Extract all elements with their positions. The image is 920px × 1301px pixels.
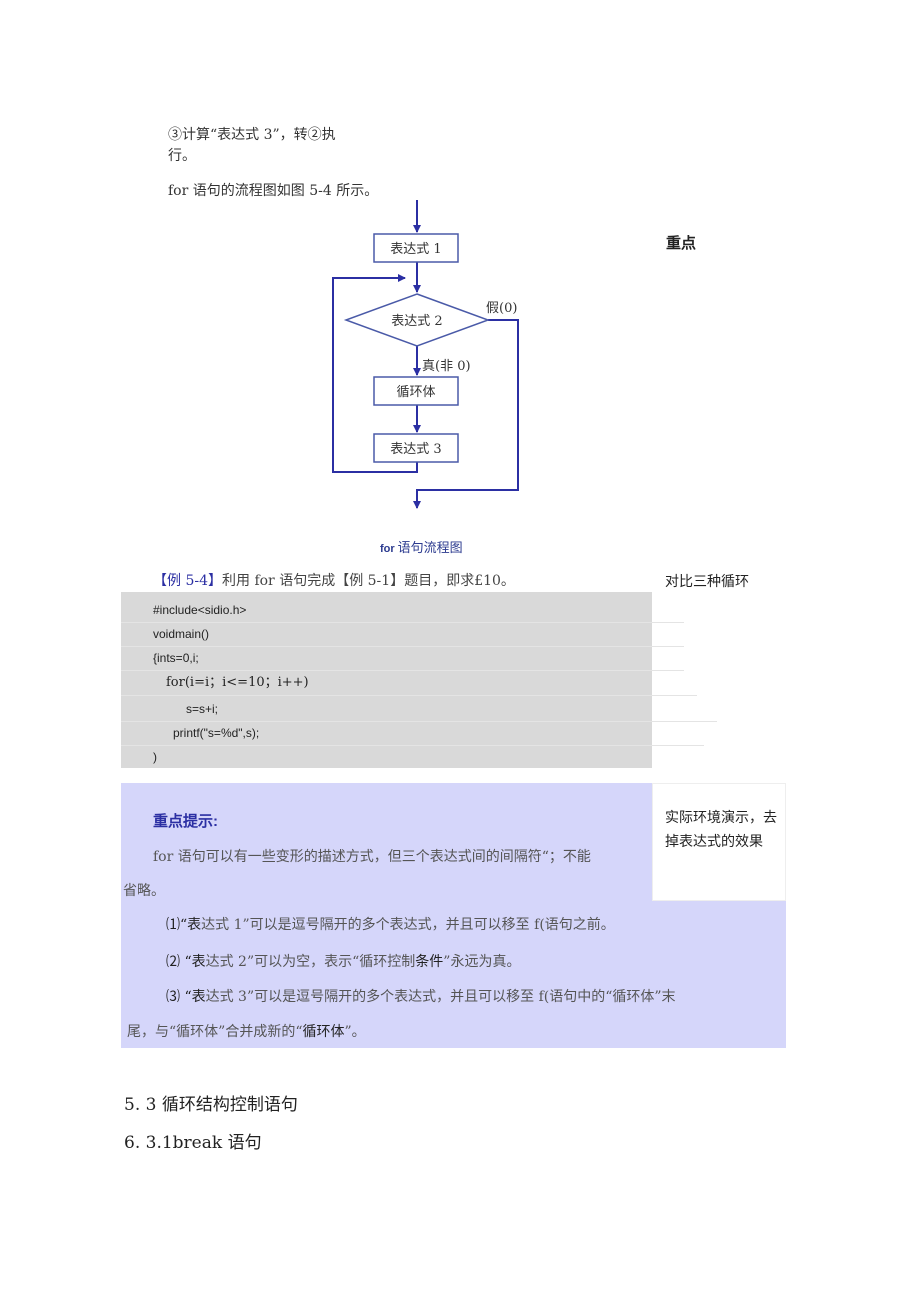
- tip-paragraph-line2: 省略。: [123, 883, 165, 899]
- false-exit-arrow: [413, 319, 519, 509]
- section-heading: 5. 3 循环结构控制语句: [124, 1095, 298, 1115]
- tip-item-3-d: 循环体: [302, 1024, 345, 1040]
- code-line: ): [153, 750, 157, 764]
- false-label: 假(0): [486, 301, 517, 316]
- expr1-box: [373, 233, 459, 263]
- code-line: {ints=0,i;: [121, 646, 684, 671]
- side-note-demo-box: [652, 783, 786, 901]
- tip-item-2-a: ⑵ “表: [166, 954, 206, 970]
- loop-body-label: 循环体: [396, 385, 435, 400]
- tip-item-3-continued: 尾，与“循环体”合并成新的“循环体”。: [127, 1021, 366, 1041]
- tip-item-2-c: 条件: [415, 954, 444, 970]
- step3-line-a: ③计算“表达式 3”，转②执: [168, 127, 336, 143]
- step3-text: ③计算“表达式 3”，转②执 行。: [168, 125, 336, 167]
- expr2-diamond: [343, 293, 491, 347]
- tip-item-1: ⑴“表达式 1”可以是逗号隔开的多个表达式，并且可以移至 f(语句之前。: [166, 914, 615, 934]
- tip-item-3-e: ”。: [344, 1024, 366, 1040]
- step3-line-b: 行。: [168, 148, 196, 164]
- example-line: 【例 5-4】利用 for 语句完成【例 5-1】题目，即求£10。: [153, 570, 515, 590]
- tip-item-3-a: ⑶ “表: [166, 989, 206, 1005]
- example-tag: 【例 5-4】: [153, 573, 222, 589]
- tip-item-2-b: 达式 2”可以为空，表示“循环控制: [205, 954, 416, 970]
- code-line: s=s+i;: [121, 697, 717, 722]
- side-note-compare: 对比三种循环: [665, 574, 749, 590]
- flowchart-intro: for 语句的流程图如图 5-4 所示。: [168, 183, 379, 199]
- side-note-key-point: 重点: [666, 235, 697, 252]
- tip-paragraph-line1: for 语句可以有一些变形的描述方式，但三个表达式间的间隔符“；不能: [153, 849, 591, 865]
- tip-item-2-d: ”永远为真。: [443, 954, 521, 970]
- for-flowchart: 表达式 1 表达式 2 循环体 表达式 3 假(0) 真(非 0): [332, 200, 519, 509]
- tip-item-3: ⑶ “表达式 3”可以是逗号隔开的多个表达式，并且可以移至 f(语句中的“循环体…: [166, 986, 676, 1006]
- expr3-label: 表达式 3: [390, 442, 441, 457]
- tip-item-1-a: ⑴“表: [166, 917, 202, 933]
- tip-item-3-c: 尾，与“循环体”合并成新的“: [127, 1024, 303, 1040]
- code-block: #include<sidio.h> voidmain() {ints=0,i; …: [121, 592, 717, 768]
- tip-title: 重点提示:: [153, 813, 218, 830]
- expr2-label: 表达式 2: [391, 314, 442, 329]
- section-heading: 6. 3.1break 语句: [124, 1133, 262, 1153]
- loop-back-arrow: [332, 274, 418, 473]
- code-line: #include<sidio.h>: [121, 598, 684, 623]
- tip-item-1-b: 达式 1”可以是逗号隔开的多个表达式，并且可以移至 f(语句之前。: [201, 917, 615, 933]
- caption-text: 语句流程图: [397, 541, 463, 556]
- tip-item-3-b: 达式 3”可以是逗号隔开的多个表达式，并且可以移至 f(语句中的“循环体”末: [205, 989, 676, 1005]
- expr1-label: 表达式 1: [390, 242, 441, 257]
- code-line: for(i=i；i<=10；i++): [121, 671, 697, 696]
- caption-prefix: for: [380, 543, 395, 555]
- code-line: printf("s=%d",s);: [121, 721, 704, 746]
- code-line: voidmain(): [121, 622, 684, 647]
- tip-item-2: ⑵ “表达式 2”可以为空，表示“循环控制条件”永远为真。: [166, 951, 520, 971]
- expr3-box: [373, 433, 459, 463]
- side-note-demo: 实际环境演示，去掉表达式的效果: [665, 810, 777, 850]
- example-text: 利用 for 语句完成【例 5-1】题目，即求£10。: [222, 573, 515, 589]
- true-label: 真(非 0): [422, 359, 471, 374]
- loop-body-box: [373, 376, 459, 406]
